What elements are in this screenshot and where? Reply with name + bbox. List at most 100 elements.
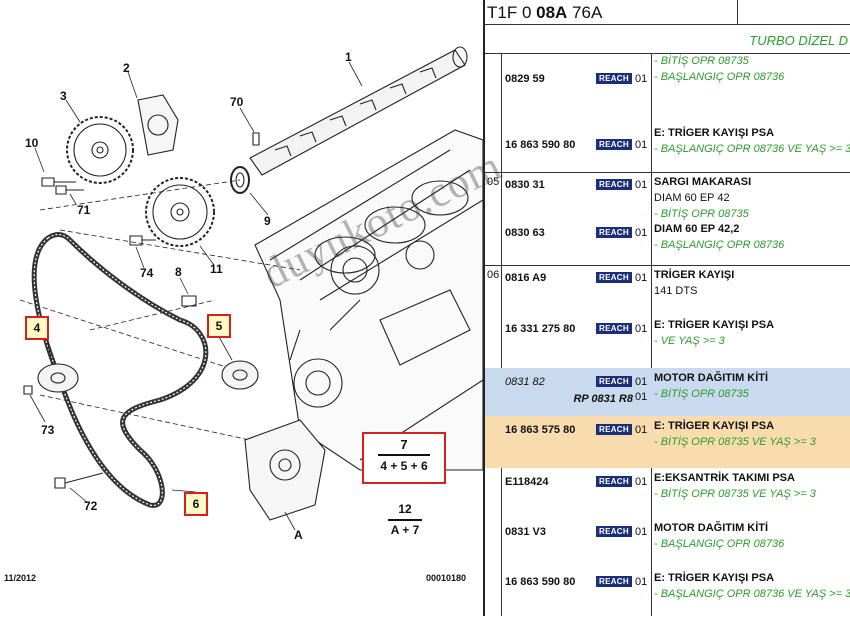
footer-reference: 00010180 [426,573,467,583]
reach-badge: REACH [596,476,632,487]
label-9: 9 [264,214,271,228]
quantity-2: 01 [635,391,648,403]
label-10: 10 [25,136,39,150]
kit-box-7[interactable]: 7 4 + 5 + 6 [362,432,446,484]
reach-badge: REACH [596,272,632,283]
status-note: - BİTİŞ OPR 08735 [654,388,749,400]
reach-badge: REACH [596,526,632,537]
description: E: TRİGER KAYIŞI PSA [654,572,775,584]
reach-badge: REACH [596,424,632,435]
engine-subtitle: TURBO DİZEL D [749,33,848,48]
part-number[interactable]: 0831 V3 [505,526,546,538]
quantity: 01 [635,424,648,436]
footer-date: 11/2012 [4,573,37,583]
header-separator [737,0,738,24]
description: MOTOR DAĞITIM KİTİ [654,372,769,384]
label-74: 74 [140,266,154,280]
description: E: TRİGER KAYIŞI PSA [654,319,775,331]
quantity: 01 [635,376,648,388]
reach-badge: REACH [596,323,632,334]
quantity: 01 [635,73,648,85]
panel-divider [483,0,485,616]
kit-brace [378,454,430,456]
status-note: - BAŞLANGIÇ OPR 08736 VE YAŞ >= 3 [654,143,850,155]
description: MOTOR DAĞITIM KİTİ [654,522,769,534]
part-number[interactable]: 16 331 275 80 [505,323,576,335]
callout-6[interactable]: 6 [184,492,208,516]
callout-5[interactable]: 5 [207,314,231,338]
label-A: A [294,528,303,542]
reach-badge: REACH [596,73,632,84]
part-number[interactable]: 0829 59 [505,73,545,85]
label-8: 8 [175,265,182,279]
reach-badge: REACH [596,227,632,238]
quantity: 01 [635,179,648,191]
label-3: 3 [60,89,67,103]
quantity: 01 [635,323,648,335]
engine-subtitle-bar: TURBO DİZEL D [485,25,850,54]
description-detail: 141 DTS [654,285,698,297]
status-note: - BAŞLANGIÇ OPR 08736 [654,538,785,550]
reach-badge: REACH [596,576,632,587]
label-72: 72 [84,499,98,513]
label-11: 11 [210,262,223,276]
part-number[interactable]: 0831 82 [505,376,545,388]
quantity: 01 [635,576,648,588]
alt-kit-number: 12 [398,502,412,516]
desc-column-line [651,53,652,616]
part-number[interactable]: 16 863 590 80 [505,139,576,151]
exploded-parts-diagram: 1 2 3 70 10 71 9 74 11 8 73 72 A 4 5 6 7… [4,46,484,583]
description: TRİGER KAYIŞI [654,269,735,281]
reach-badge: REACH [596,179,632,190]
row-highlight [485,416,850,468]
alt-kit-12: 12 A + 7 [380,500,430,542]
alt-kit-brace [388,519,422,521]
description: E:EKSANTRİK TAKIMI PSA [654,472,795,484]
reference-header: T1F 0 08A 76A [485,0,850,25]
description-detail: DIAM 60 EP 42 [654,192,730,204]
status-note: - BAŞLANGIÇ OPR 08736 [654,239,785,251]
part-number[interactable]: 0830 31 [505,179,545,191]
part-number[interactable]: 16 863 575 80 [505,424,576,436]
section-divider [485,265,850,266]
quantity: 01 [635,476,648,488]
description: E: TRİGER KAYIŞI PSA [654,420,775,432]
status-note: - BAŞLANGIÇ OPR 08736 VE YAŞ >= 3 [654,588,850,600]
reach-badge: REACH [596,139,632,150]
quantity: 01 [635,272,648,284]
row-highlight [485,368,850,416]
group-number: 06 [487,269,500,281]
alt-part-number[interactable]: RP 0831 R8 [573,393,633,405]
label-2: 2 [123,61,130,75]
part-number[interactable]: 0816 A9 [505,272,547,284]
reference-code: T1F 0 08A 76A [487,3,603,22]
part-number[interactable]: 0830 63 [505,227,545,239]
quantity: 01 [635,227,648,239]
label-70: 70 [230,95,244,109]
status-note: - VE YAŞ >= 3 [654,335,725,347]
quantity: 01 [635,526,648,538]
label-1: 1 [345,50,352,64]
part-number[interactable]: 16 863 590 80 [505,576,576,588]
callout-4[interactable]: 4 [25,316,49,340]
status-note: - BAŞLANGIÇ OPR 08736 [654,71,785,83]
kit-contents: 4 + 5 + 6 [380,459,428,473]
quantity: 01 [635,139,648,151]
part-number[interactable]: E118424 [505,476,549,488]
description: E: TRİGER KAYIŞI PSA [654,127,775,139]
group-column-line [501,53,502,616]
